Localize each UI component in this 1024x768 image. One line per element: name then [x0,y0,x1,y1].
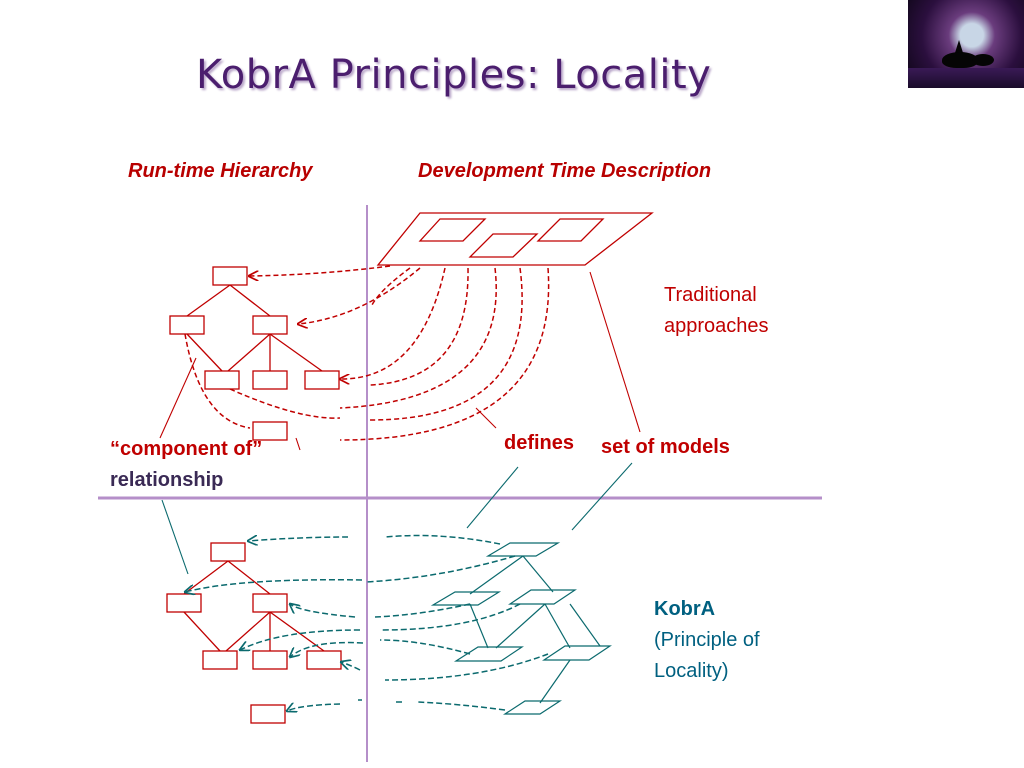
principle-of-label: (Principle of [654,629,760,651]
model-parallelogram [430,591,502,606]
leader-line [466,466,519,529]
traditional-label: Traditional [664,284,757,306]
component-box [252,650,288,670]
kobra-model-tree [430,542,612,715]
kobra-label: KobrA [654,598,716,620]
header-run-time-hierarchy: Run-time Hierarchy [128,160,313,182]
component-box [202,650,238,670]
approaches-label: approaches [664,315,769,337]
component-box [169,315,205,335]
traditional-document [376,212,654,266]
leader-line [161,499,189,575]
component-box [250,704,286,724]
model-parallelogram [542,645,612,661]
leader-line [475,407,497,429]
locality-label: Locality) [654,660,729,682]
model-parallelogram [453,646,524,662]
model-parallelogram [508,589,577,605]
component-box [252,370,288,390]
component-of-label: “component of” [110,438,263,460]
component-box [252,593,288,613]
component-box [306,650,342,670]
traditional-dashed-arcs [184,265,550,441]
leader-line [589,271,641,433]
component-box [204,370,240,390]
component-box [252,421,288,441]
leader-line [295,437,301,451]
runtime-hierarchy-top [169,266,340,441]
leader-line [571,462,633,531]
component-box [304,370,340,390]
runtime-hierarchy-bottom [166,542,342,724]
model-parallelogram [485,542,561,557]
relationship-label: relationship [110,469,224,491]
set-of-models-label: set of models [601,436,730,458]
model-parallelogram [502,700,563,715]
component-box [210,542,246,562]
component-box [212,266,248,286]
kobra-dashed-arcs [185,534,549,711]
leader-line [159,357,197,439]
component-box [252,315,288,335]
header-development-time-description: Development Time Description [418,160,712,182]
slide-title: KobrA Principles: Locality [196,52,712,98]
decorative-thumbnail-image [908,0,1024,88]
defines-label: defines [504,432,575,454]
component-box [166,593,202,613]
